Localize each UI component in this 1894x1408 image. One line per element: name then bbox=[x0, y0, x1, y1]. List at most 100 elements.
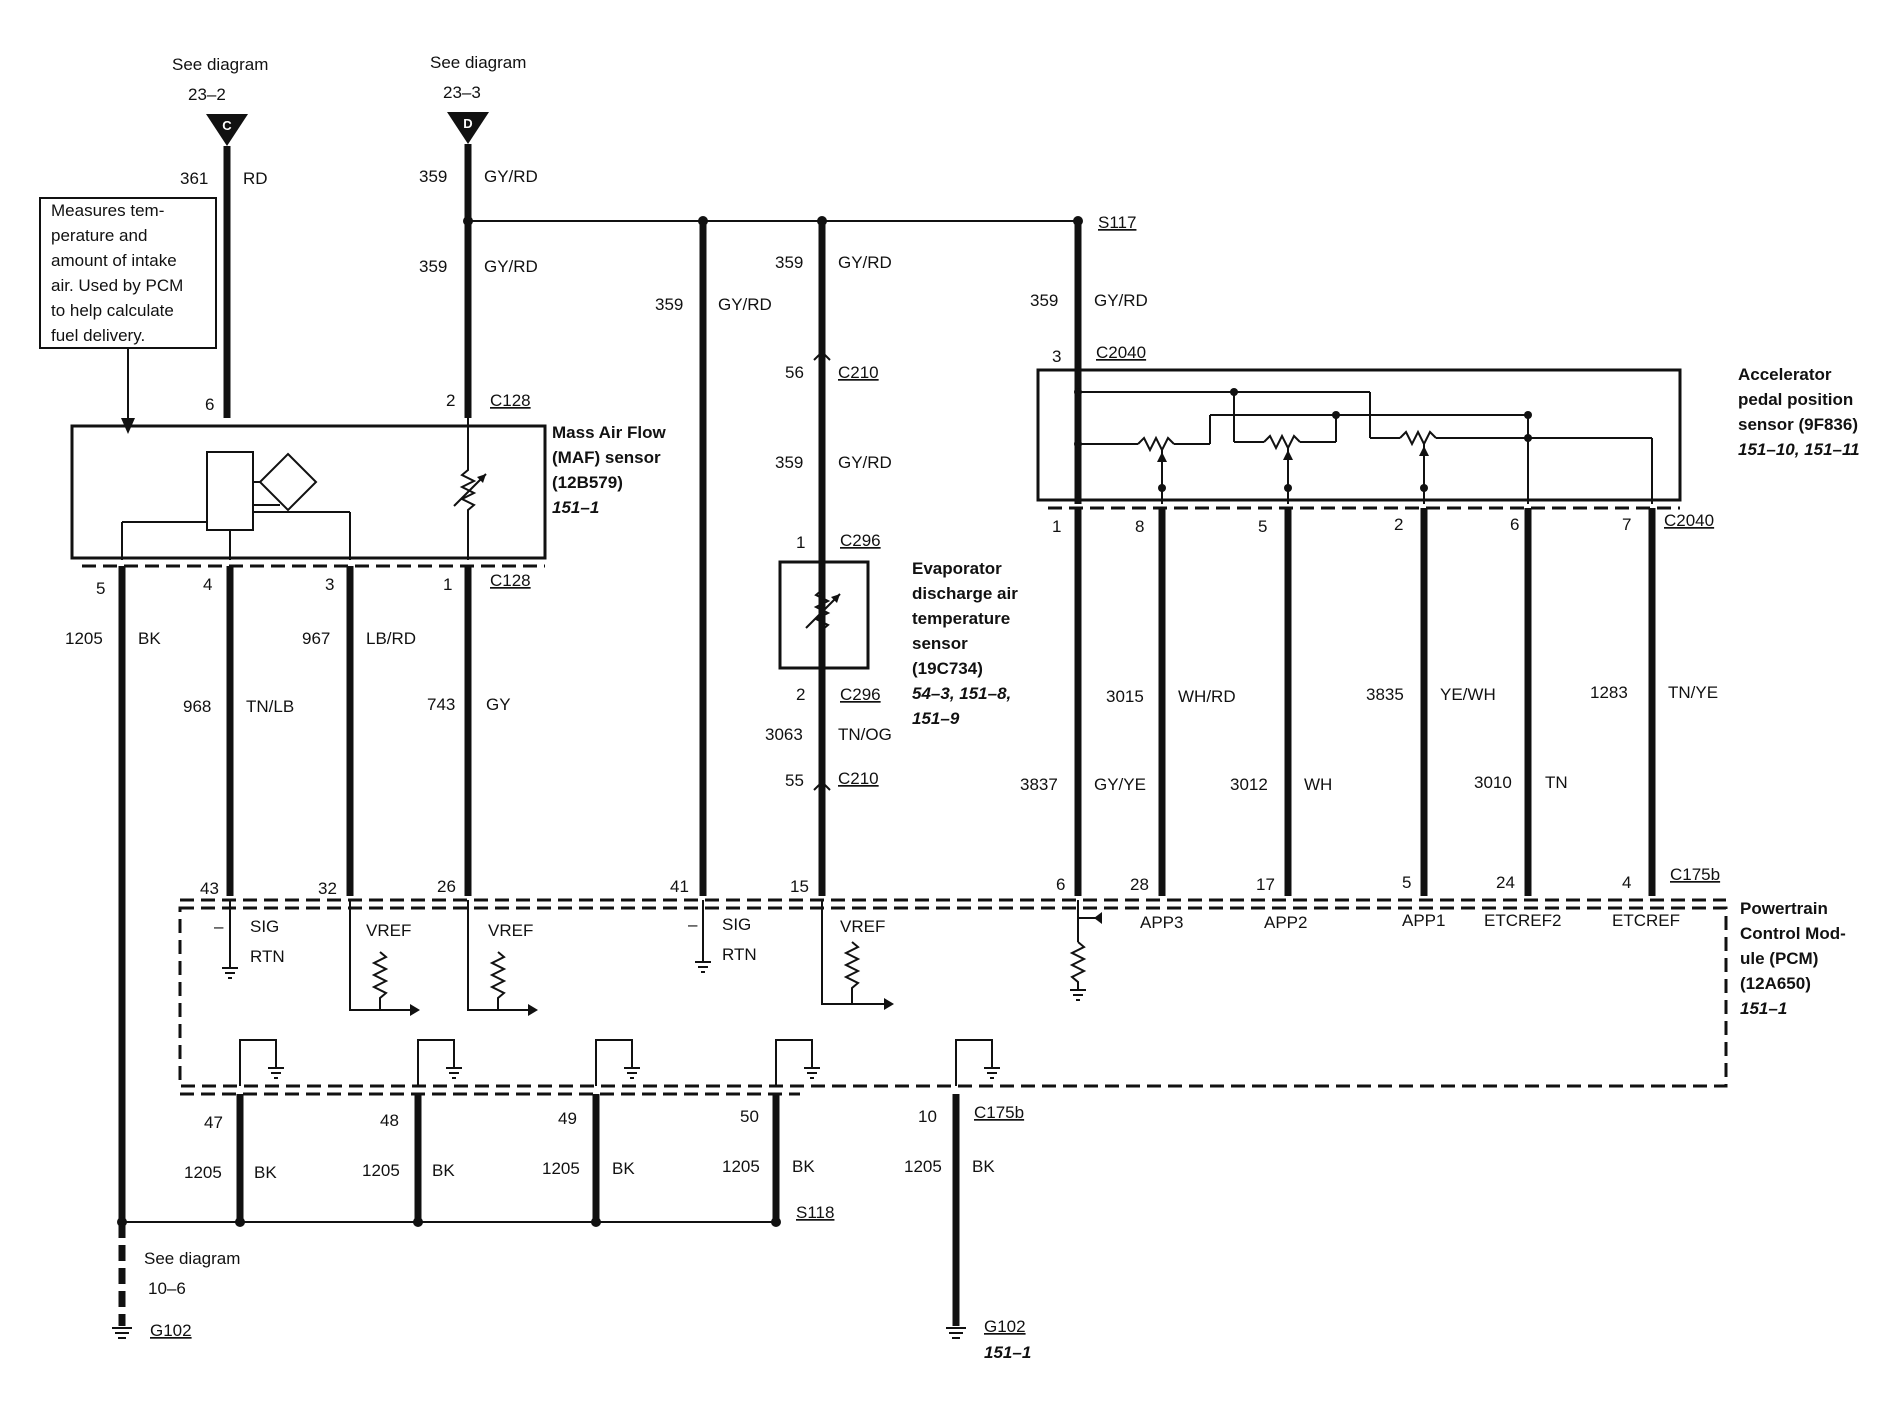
splice-dot bbox=[771, 1217, 781, 1227]
pcm-pin-vref: VREF bbox=[840, 917, 885, 936]
note-line: air. Used by PCM bbox=[51, 276, 183, 295]
pin-number: 55 bbox=[785, 771, 804, 790]
evap-part-number: (19C734) bbox=[912, 659, 983, 678]
see-diagram-d-ref: See diagram 23–3 D bbox=[430, 53, 526, 144]
pin-number: 1 bbox=[1052, 517, 1061, 536]
pcm-pullup-resistor-icon bbox=[371, 951, 389, 1010]
pcm-pin-sig: SIG bbox=[722, 915, 751, 934]
pin-number: 47 bbox=[204, 1113, 223, 1132]
pin-number: 3 bbox=[1052, 347, 1061, 366]
wire-number: 743 bbox=[427, 695, 455, 714]
evap-ref: 151–9 bbox=[912, 709, 960, 728]
evap-label: Evaporator bbox=[912, 559, 1002, 578]
wire-color: TN/LB bbox=[246, 697, 294, 716]
note-line: amount of intake bbox=[51, 251, 177, 270]
wire-number: 967 bbox=[302, 629, 330, 648]
app-sensor-box bbox=[1036, 368, 1682, 502]
pin-number: 8 bbox=[1135, 517, 1144, 536]
splice-dot bbox=[235, 1217, 245, 1227]
pin-number: 26 bbox=[437, 877, 456, 896]
wire-number: 359 bbox=[655, 295, 683, 314]
maf-part-number: (12B579) bbox=[552, 473, 623, 492]
pcm-pullup-resistor-icon bbox=[843, 941, 861, 1004]
pin-number: 4 bbox=[203, 575, 212, 594]
pcm-pin-etcref: ETCREF bbox=[1612, 911, 1680, 930]
connector-c210: C210 bbox=[838, 363, 879, 382]
wire-number: 359 bbox=[419, 257, 447, 276]
pin-number: 2 bbox=[446, 391, 455, 410]
pcm-box bbox=[178, 906, 1728, 1088]
connector-c175b: C175b bbox=[1670, 865, 1720, 884]
ground-g102: G102 bbox=[150, 1321, 192, 1340]
wire-number: 1205 bbox=[542, 1159, 580, 1178]
splice-dot bbox=[117, 1217, 127, 1227]
wire-number: 3063 bbox=[765, 725, 803, 744]
pcm-pin-vref: VREF bbox=[366, 921, 411, 940]
pcm-part-number: (12A650) bbox=[1740, 974, 1811, 993]
evap-ref: 54–3, 151–8, bbox=[912, 684, 1011, 703]
see-diagram-label: See diagram bbox=[430, 53, 526, 72]
wire-color: GY/RD bbox=[484, 257, 538, 276]
ground-icon bbox=[695, 961, 711, 973]
pcm-internal-grounds bbox=[239, 1039, 1000, 1086]
splice-dot bbox=[413, 1217, 423, 1227]
pin-number: 41 bbox=[670, 877, 689, 896]
wire-color: BK bbox=[138, 629, 161, 648]
pcm-pin-rtn: RTN bbox=[250, 947, 285, 966]
wire-color: GY/RD bbox=[718, 295, 772, 314]
pin-number: 49 bbox=[558, 1109, 577, 1128]
pcm-pin-etcref2: ETCREF2 bbox=[1484, 911, 1561, 930]
wire-color: WH bbox=[1304, 775, 1332, 794]
wire-number: 3015 bbox=[1106, 687, 1144, 706]
pin-number: 6 bbox=[205, 395, 214, 414]
ground-ref: 151–1 bbox=[984, 1343, 1031, 1362]
connector-c296: C296 bbox=[840, 531, 881, 550]
note-text: Measures tem- perature and amount of int… bbox=[51, 201, 183, 345]
wire-color: BK bbox=[254, 1163, 277, 1182]
inline-connector-icon bbox=[813, 780, 831, 791]
wire-number: 1205 bbox=[722, 1157, 760, 1176]
splice-dot bbox=[591, 1217, 601, 1227]
wire-number: 361 bbox=[180, 169, 208, 188]
pin-number: 1 bbox=[443, 575, 452, 594]
wire-color: GY/YE bbox=[1094, 775, 1146, 794]
wire-color: GY/RD bbox=[1094, 291, 1148, 310]
evap-thermistor-icon bbox=[813, 562, 831, 668]
wire-number: 3012 bbox=[1230, 775, 1268, 794]
wire-number: 1283 bbox=[1590, 683, 1628, 702]
connector-c128: C128 bbox=[490, 391, 531, 410]
wire-color: TN/YE bbox=[1668, 683, 1718, 702]
pcm-pin-vref: VREF bbox=[488, 921, 533, 940]
see-diagram-c-ref: See diagram 23–2 C bbox=[172, 55, 268, 146]
ground-icon bbox=[112, 1327, 132, 1339]
ground-g102: G102 bbox=[984, 1317, 1026, 1336]
pin-number: 3 bbox=[325, 575, 334, 594]
pcm-pin-app3: APP3 bbox=[1140, 913, 1183, 932]
wire-number: 1205 bbox=[362, 1161, 400, 1180]
pin-number: 28 bbox=[1130, 875, 1149, 894]
wire-number: 1205 bbox=[65, 629, 103, 648]
maf-ref: 151–1 bbox=[552, 498, 599, 517]
pin-number: 50 bbox=[740, 1107, 759, 1126]
pin-number: 43 bbox=[200, 879, 219, 898]
pin-number: 5 bbox=[1402, 873, 1411, 892]
connector-c296: C296 bbox=[840, 685, 881, 704]
pcm-label: Powertrain bbox=[1740, 899, 1828, 918]
pin-number: 48 bbox=[380, 1111, 399, 1130]
connector-c175b: C175b bbox=[974, 1103, 1024, 1122]
connector-c-letter: C bbox=[222, 118, 232, 133]
pcm-ref: 151–1 bbox=[1740, 999, 1787, 1018]
evap-sensor-box bbox=[778, 560, 870, 670]
wire-color: GY/RD bbox=[838, 253, 892, 272]
wire-color: GY/RD bbox=[484, 167, 538, 186]
pin-number: 4 bbox=[1622, 873, 1631, 892]
wire-color: TN bbox=[1545, 773, 1568, 792]
see-diagram-bottom-page: 10–6 bbox=[148, 1279, 186, 1298]
pin-number: 10 bbox=[918, 1107, 937, 1126]
evap-label: sensor bbox=[912, 634, 968, 653]
pcm-pullup-resistor-icon bbox=[489, 951, 507, 1010]
pcm-pin-minus: – bbox=[688, 915, 698, 934]
wire-color: TN/OG bbox=[838, 725, 892, 744]
wire-number: 1205 bbox=[904, 1157, 942, 1176]
pcm-pin-minus: – bbox=[214, 917, 224, 936]
